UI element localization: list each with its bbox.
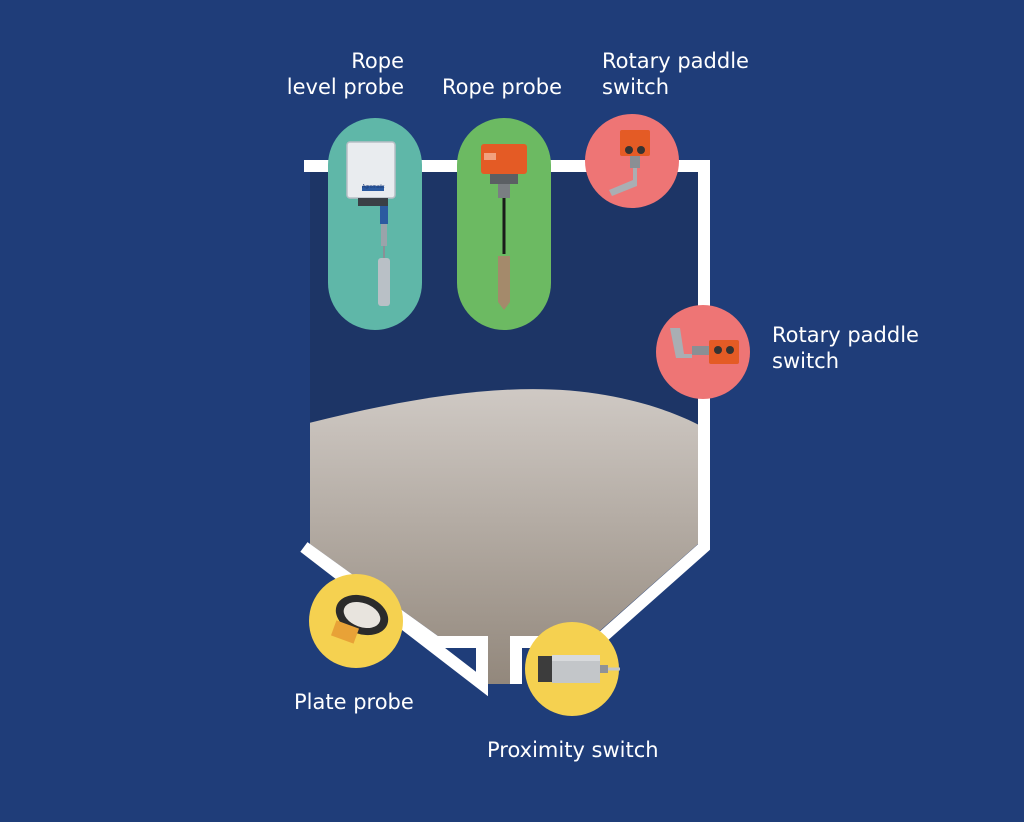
rotary-paddle-top-label-line1: Rotary paddle xyxy=(602,49,749,73)
rope-level-probe-label-line2: level probe xyxy=(286,75,404,99)
plate-probe-badge xyxy=(309,574,403,668)
rotary-paddle-side-label: Rotary paddle switch xyxy=(772,322,919,374)
plate-probe-label: Plate probe xyxy=(294,689,414,715)
rope-probe-badge xyxy=(457,118,551,330)
rotary-paddle-top-label: Rotary paddle switch xyxy=(602,48,749,100)
plate-probe-label-text: Plate probe xyxy=(294,690,414,714)
rotary-paddle-top-label-line2: switch xyxy=(602,75,670,99)
plate-probe-icon xyxy=(330,594,389,644)
rotary-paddle-switch-icon xyxy=(670,328,739,364)
proximity-switch-badge xyxy=(525,622,620,716)
rope-probe-icon xyxy=(481,144,527,310)
rope-probe-label: Rope probe xyxy=(442,74,562,100)
rotary-paddle-side-label-line2: switch xyxy=(772,349,840,373)
rope-level-probe-label: Rope level probe xyxy=(282,48,404,100)
proximity-switch-label: Proximity switch xyxy=(487,737,659,763)
rotary-paddle-top-badge xyxy=(585,114,679,208)
device-brand-text: Agromatic xyxy=(362,184,385,190)
rotary-paddle-side-badge xyxy=(656,305,750,399)
rope-probe-label-text: Rope probe xyxy=(442,75,563,99)
rope-level-probe-icon xyxy=(346,141,396,306)
rope-level-probe-badge xyxy=(328,118,422,330)
rope-level-probe-label-line1: Rope xyxy=(351,49,404,73)
proximity-switch-label-text: Proximity switch xyxy=(487,738,659,762)
proximity-switch-icon xyxy=(538,655,620,683)
rotary-paddle-switch-icon xyxy=(609,130,650,196)
rotary-paddle-side-label-line1: Rotary paddle xyxy=(772,323,919,347)
